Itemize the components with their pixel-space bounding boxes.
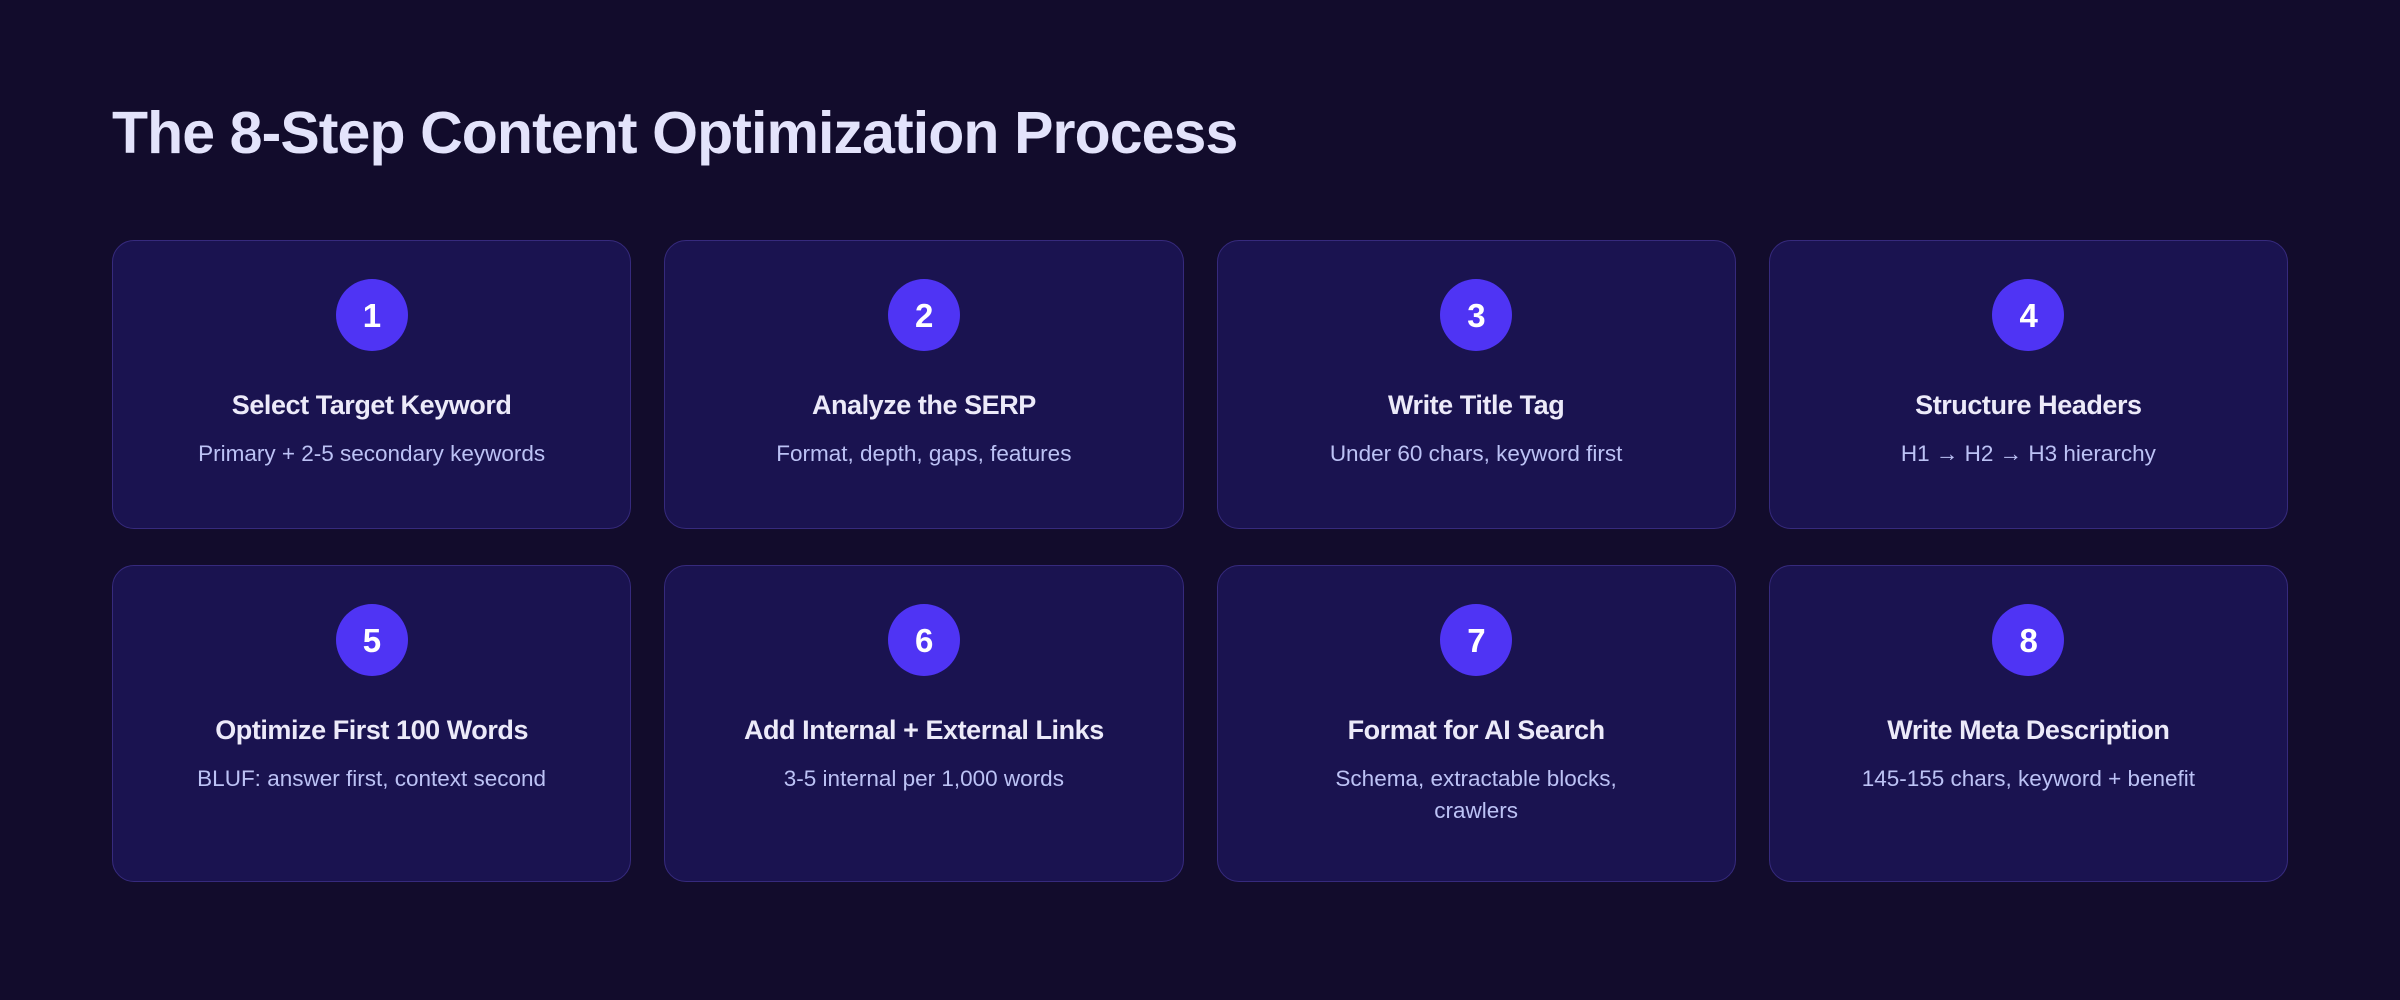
- step-description-1: Primary + 2-5 secondary keywords: [198, 441, 546, 467]
- step-number-badge-1: 1: [335, 279, 408, 351]
- step-number-badge-2: 2: [887, 279, 960, 351]
- step-title-3: Write Title Tag: [1387, 390, 1565, 420]
- step-number-badge-5: 5: [335, 604, 408, 676]
- step-title-5: Optimize First 100 Words: [215, 715, 529, 745]
- step-card-5[interactable]: 5 Optimize First 100 Words BLUF: answer …: [112, 565, 632, 882]
- step-card-2[interactable]: 2 Analyze the SERP Format, depth, gaps, …: [664, 240, 1184, 529]
- step-card-3[interactable]: 3 Write Title Tag Under 60 chars, keywor…: [1216, 240, 1736, 529]
- steps-grid: 1 Select Target Keyword Primary + 2-5 se…: [112, 240, 2288, 882]
- step-number-badge-6: 6: [887, 604, 960, 676]
- step-description-4: H1 → H2 → H3 hierarchy: [1900, 441, 2156, 467]
- step-title-7: Format for AI Search: [1347, 715, 1606, 745]
- step-description-5: BLUF: answer first, context second: [197, 766, 547, 792]
- step-description-6: 3-5 internal per 1,000 words: [783, 766, 1064, 792]
- step-number-badge-4: 4: [1992, 279, 2065, 351]
- step-description-7: Schema, extractable blocks, crawlers: [1335, 766, 1617, 824]
- step-title-1: Select Target Keyword: [231, 390, 512, 420]
- step-description-3: Under 60 chars, keyword first: [1329, 441, 1623, 467]
- step-number-badge-7: 7: [1440, 604, 1513, 676]
- step-title-4: Structure Headers: [1915, 390, 2142, 420]
- step-description-2: Format, depth, gaps, features: [776, 441, 1072, 467]
- step-card-7[interactable]: 7 Format for AI Search Schema, extractab…: [1216, 565, 1736, 882]
- step-number-badge-3: 3: [1440, 279, 1513, 351]
- step-card-1[interactable]: 1 Select Target Keyword Primary + 2-5 se…: [112, 240, 632, 529]
- step-description-8: 145-155 chars, keyword + benefit: [1861, 766, 2196, 792]
- step-card-4[interactable]: 4 Structure Headers H1 → H2 → H3 hierarc…: [1768, 240, 2288, 529]
- page-title: The 8-Step Content Optimization Process: [112, 100, 1238, 166]
- step-card-6[interactable]: 6 Add Internal + External Links 3-5 inte…: [664, 565, 1184, 882]
- step-number-badge-8: 8: [1992, 604, 2065, 676]
- step-title-8: Write Meta Description: [1887, 715, 2170, 745]
- step-card-8[interactable]: 8 Write Meta Description 145-155 chars, …: [1768, 565, 2288, 882]
- step-title-6: Add Internal + External Links: [743, 715, 1104, 745]
- step-title-2: Analyze the SERP: [811, 390, 1036, 420]
